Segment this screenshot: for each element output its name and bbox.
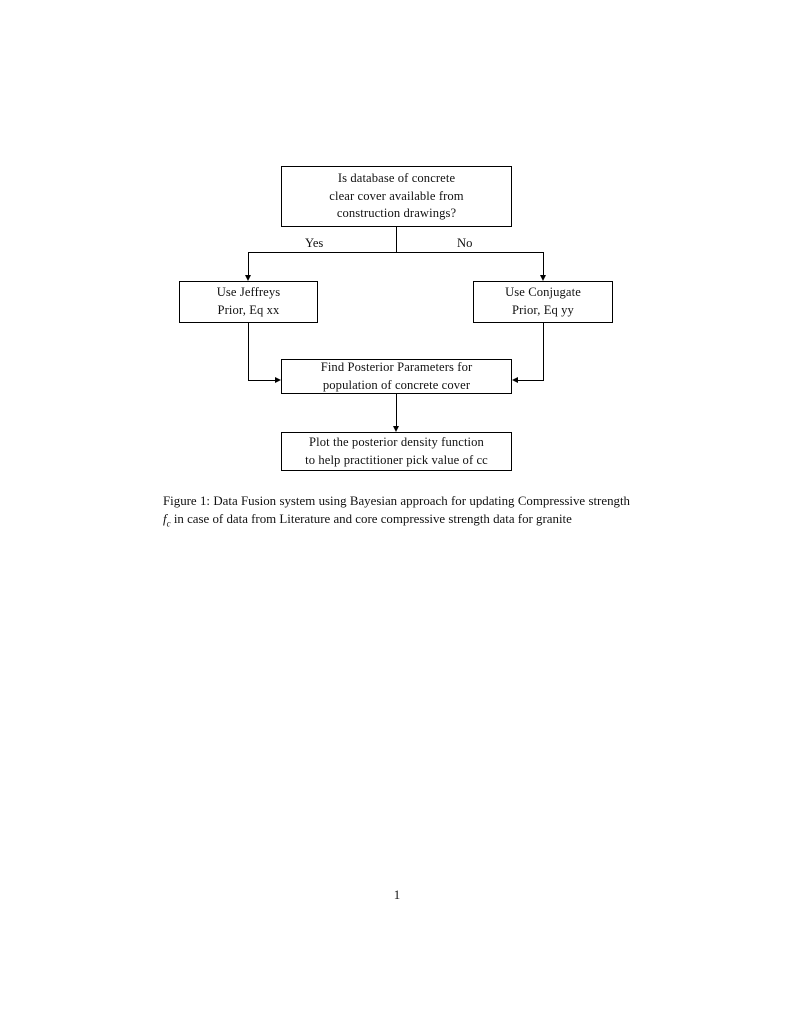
node-question-line-2: clear cover available from — [329, 188, 464, 203]
connector-yes-branch-vertical — [248, 252, 249, 275]
edge-label-yes: Yes — [305, 236, 324, 250]
connector-jeffreys-down — [248, 323, 249, 381]
node-plot-line-1: Plot the posterior density function — [309, 434, 484, 449]
connector-split-bar — [248, 252, 544, 253]
connector-conjugate-left — [518, 380, 544, 381]
arrowhead-into-posterior-left — [275, 377, 281, 383]
caption-math-base: f — [163, 512, 167, 527]
node-conjugate-line-2: Prior, Eq yy — [512, 303, 574, 317]
flowchart-node-question: Is database of concrete clear cover avai… — [281, 166, 512, 227]
connector-question-stem — [396, 227, 397, 253]
caption-prefix: Figure 1: — [163, 494, 211, 508]
figure-caption: Figure 1: Data Fusion system using Bayes… — [163, 492, 630, 531]
flowchart-figure: Is database of concrete clear cover avai… — [0, 0, 794, 500]
flowchart-node-plot-posterior-density: Plot the posterior density function to h… — [281, 432, 512, 471]
arrowhead-into-plot — [393, 426, 399, 432]
caption-math-subscript: c — [166, 518, 171, 529]
edge-label-no: No — [457, 236, 473, 250]
node-question-line-1: Is database of concrete — [337, 170, 456, 185]
caption-math-fc: fc — [163, 512, 171, 529]
node-posterior-line-2: population of concrete cover — [322, 377, 471, 392]
flowchart-node-conjugate-prior: Use Conjugate Prior, Eq yy — [473, 281, 613, 323]
connector-no-branch-vertical — [543, 252, 544, 275]
node-conjugate-line-1: Use Conjugate — [505, 285, 581, 300]
flowchart-node-jeffreys-prior: Use Jeffreys Prior, Eq xx — [179, 281, 318, 323]
node-jeffreys-line-1: Use Jeffreys — [216, 285, 281, 300]
node-plot-line-2: to help practitioner pick value of cc — [305, 452, 488, 467]
flowchart-node-find-posterior-parameters: Find Posterior Parameters for population… — [281, 359, 512, 394]
connector-conjugate-down — [543, 323, 544, 381]
arrowhead-into-posterior-right — [512, 377, 518, 383]
connector-jeffreys-right — [248, 380, 275, 381]
arrowhead-into-conjugate — [540, 275, 546, 281]
node-jeffreys-line-2: Prior, Eq xx — [217, 303, 280, 317]
page-number: 1 — [393, 888, 401, 902]
node-question-line-3: construction drawings? — [336, 206, 457, 221]
arrowhead-into-jeffreys — [245, 275, 251, 281]
connector-posterior-to-plot — [396, 394, 397, 426]
caption-text-before-math: Data Fusion system using Bayesian approa… — [210, 494, 630, 508]
node-posterior-line-1: Find Posterior Parameters for — [320, 359, 473, 374]
caption-text-after-math: in case of data from Literature and core… — [170, 512, 572, 527]
